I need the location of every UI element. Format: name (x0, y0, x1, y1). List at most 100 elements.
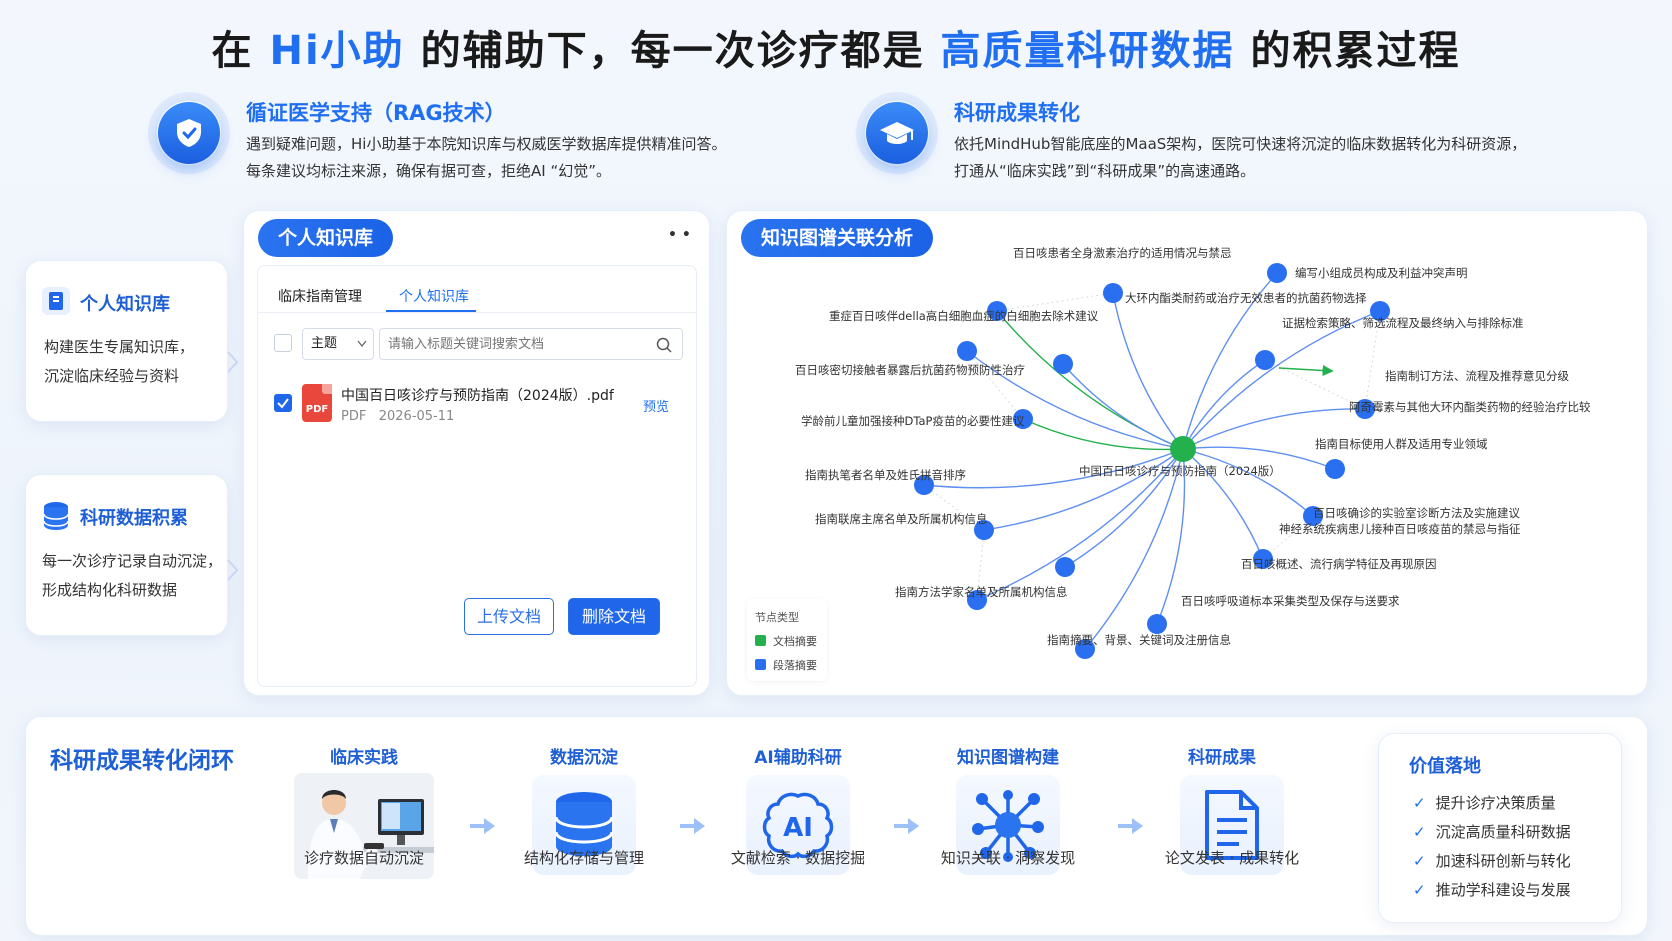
kg-node-label: 百日咳呼吸道标本采集类型及保存与送要求 (1181, 594, 1400, 608)
delete-button[interactable]: 删除文档 (568, 598, 660, 635)
side-card-title: 个人知识库 (80, 294, 170, 315)
step-caption: 文献检索 · 数据挖掘 (730, 849, 866, 867)
kg-node[interactable] (914, 475, 934, 495)
kg-node[interactable] (1370, 301, 1390, 321)
title-highlight: 高质量科研数据 (940, 28, 1235, 74)
tab-personal-kb[interactable]: 个人知识库 (399, 289, 469, 305)
preview-link[interactable]: 预览 (643, 400, 670, 415)
side-card-line1: 每一次诊疗记录自动沉淀， (42, 552, 223, 570)
kg-node[interactable] (1147, 614, 1167, 634)
knowledge-graph[interactable] (727, 211, 1649, 697)
value-item: ✓ 加速科研创新与转化 (1413, 846, 1571, 875)
kg-node[interactable] (1255, 350, 1275, 370)
kg-node[interactable] (1267, 263, 1287, 283)
value-item: ✓沉淀高质量科研数据 (1413, 817, 1571, 846)
kg-secondary-edge (1264, 359, 1366, 410)
chevron-right-icon (227, 559, 239, 581)
kg-node[interactable] (1325, 459, 1345, 479)
knowledge-base-panel: 个人知识库 • • 临床指南管理 个人知识库 主题 PDF 中国百日咳诊疗与预防… (243, 210, 710, 696)
kg-node[interactable] (967, 590, 987, 610)
value-item-label: 提升诊疗决策质量 (1435, 794, 1556, 812)
kg-node[interactable] (957, 341, 977, 361)
feature-research-title: 科研成果转化 (954, 101, 1080, 125)
kg-node-label: 大环内酯类耐药或治疗无效患者的抗菌药物选择 (1125, 291, 1367, 305)
kg-node-label: 指南制订方法、流程及推荐意见分级 (1385, 369, 1569, 383)
select-all-checkbox[interactable] (274, 334, 292, 352)
side-card-research-data: 科研数据积累 每一次诊疗记录自动沉淀， 形成结构化科研数据 (25, 474, 228, 636)
kg-node-label: 百日咳患者全身激素治疗的适用情况与禁忌 (1013, 246, 1232, 260)
kg-node-label: 指南目标使用人群及适用专业领域 (1315, 437, 1488, 451)
kg-node-label: 指南摘要、背景、关键词及注册信息 (1047, 633, 1231, 647)
kg-node[interactable] (1013, 409, 1033, 429)
check-icon: ✓ (1413, 793, 1426, 812)
kg-node[interactable] (974, 520, 994, 540)
search-input[interactable] (380, 329, 640, 359)
value-title: 价值落地 (1409, 756, 1481, 777)
kg-edge (1062, 448, 1184, 569)
kg-node[interactable] (987, 301, 1007, 321)
step-title: AI辅助科研 (754, 748, 842, 768)
kg-node-label: 指南执笔者名单及姓氏拼音排序 (805, 468, 966, 482)
kg-edge (964, 349, 1184, 450)
tab-clinical-guidelines[interactable]: 临床指南管理 (278, 289, 362, 305)
value-item: ✓推动学科建设与发展 (1413, 875, 1571, 904)
network-graph-icon (972, 790, 1044, 862)
shield-icon (177, 119, 201, 147)
kg-edge-green (1278, 364, 1334, 377)
feature-rag-line1: 遇到疑难问题，Hi小助基于本院知识库与权威医学数据库提供精准问答。 (246, 135, 727, 153)
value-list: ✓ 提升诊疗决策质量 ✓沉淀高质量科研数据 ✓ 加速科研创新与转化 ✓推动学科建设与… (1413, 788, 1571, 904)
kg-node[interactable] (1253, 549, 1273, 569)
kg-center-node[interactable] (1170, 436, 1196, 462)
kb-panel-pill: 个人知识库 (258, 219, 394, 257)
feature-research-line1: 依托MindHub智能底座的MaaS架构，医院可快速将沉淀的临床数据转化为科研资… (954, 135, 1527, 153)
kg-node[interactable] (1355, 399, 1375, 419)
value-item: ✓ 提升诊疗决策质量 (1413, 788, 1571, 817)
kg-node[interactable] (1303, 506, 1323, 526)
kg-edge (1083, 448, 1184, 652)
step-caption: 论文发表 · 成果转化 (1164, 849, 1300, 867)
filter-select[interactable]: 主题 (302, 328, 374, 360)
kg-legend: 节点类型 文档摘要 段落摘要 (747, 599, 827, 681)
kg-node-label: 重症百日咳伴della高白细胞血症的白细胞去除术建议 (829, 309, 1099, 323)
bookmark-icon (42, 287, 70, 315)
more-options-icon[interactable]: • • (668, 227, 691, 243)
kg-node[interactable] (1053, 354, 1073, 374)
search-box[interactable] (379, 328, 683, 360)
feature-rag-title: 循证医学支持（RAG技术） (246, 101, 506, 125)
kg-edge (1182, 448, 1316, 518)
kg-node-label: 指南方法学家名单及所属机构信息 (895, 585, 1068, 599)
kg-edge (1061, 361, 1184, 450)
kg-edge (1154, 448, 1186, 627)
kg-node[interactable] (1075, 639, 1095, 659)
kg-node-label: 证据检索策略、筛选流程及最终纳入与排除标准 (1282, 316, 1524, 330)
check-icon: ✓ (1413, 851, 1426, 870)
ai-brain-icon: AI (762, 792, 834, 859)
value-item-label: 加速科研创新与转化 (1435, 852, 1571, 870)
kg-edge (974, 448, 1184, 602)
step-caption: 知识关联 · 洞察发现 (940, 849, 1076, 867)
search-icon[interactable] (656, 337, 672, 353)
file-name[interactable]: 中国百日咳诊疗与预防指南（2024版）.pdf (341, 388, 614, 404)
arrow-right-icon (1118, 818, 1143, 834)
feature-research-line2: 打通从“临床实践”到“科研成果”的高速通路。 (954, 162, 1256, 180)
active-tab-underline (386, 310, 476, 312)
doctor-at-computer-icon (294, 773, 434, 879)
document-icon-box (1180, 775, 1284, 875)
step-title: 科研成果 (1188, 748, 1256, 768)
file-checkbox[interactable] (274, 394, 292, 412)
ai-brain-icon-box: AI (746, 775, 850, 875)
database-icon-box (532, 775, 636, 875)
brand-name: Hi小助 (269, 28, 405, 74)
loop-title: 科研成果转化闭环 (50, 748, 234, 774)
divider (258, 312, 696, 313)
upload-button[interactable]: 上传文档 (464, 598, 554, 635)
kg-edge (1182, 403, 1368, 450)
kg-secondary-edge (1364, 310, 1381, 410)
database-icon (42, 501, 70, 535)
file-meta: PDF 2026-05-11 (341, 409, 454, 424)
kg-node[interactable] (1055, 557, 1075, 577)
pdf-file-icon: PDF (302, 384, 332, 422)
feature-rag-line2: 每条建议均标注来源，确保有据可查，拒绝AI “幻觉”。 (246, 162, 611, 180)
kg-edge (1182, 308, 1383, 450)
kg-node[interactable] (1103, 283, 1123, 303)
